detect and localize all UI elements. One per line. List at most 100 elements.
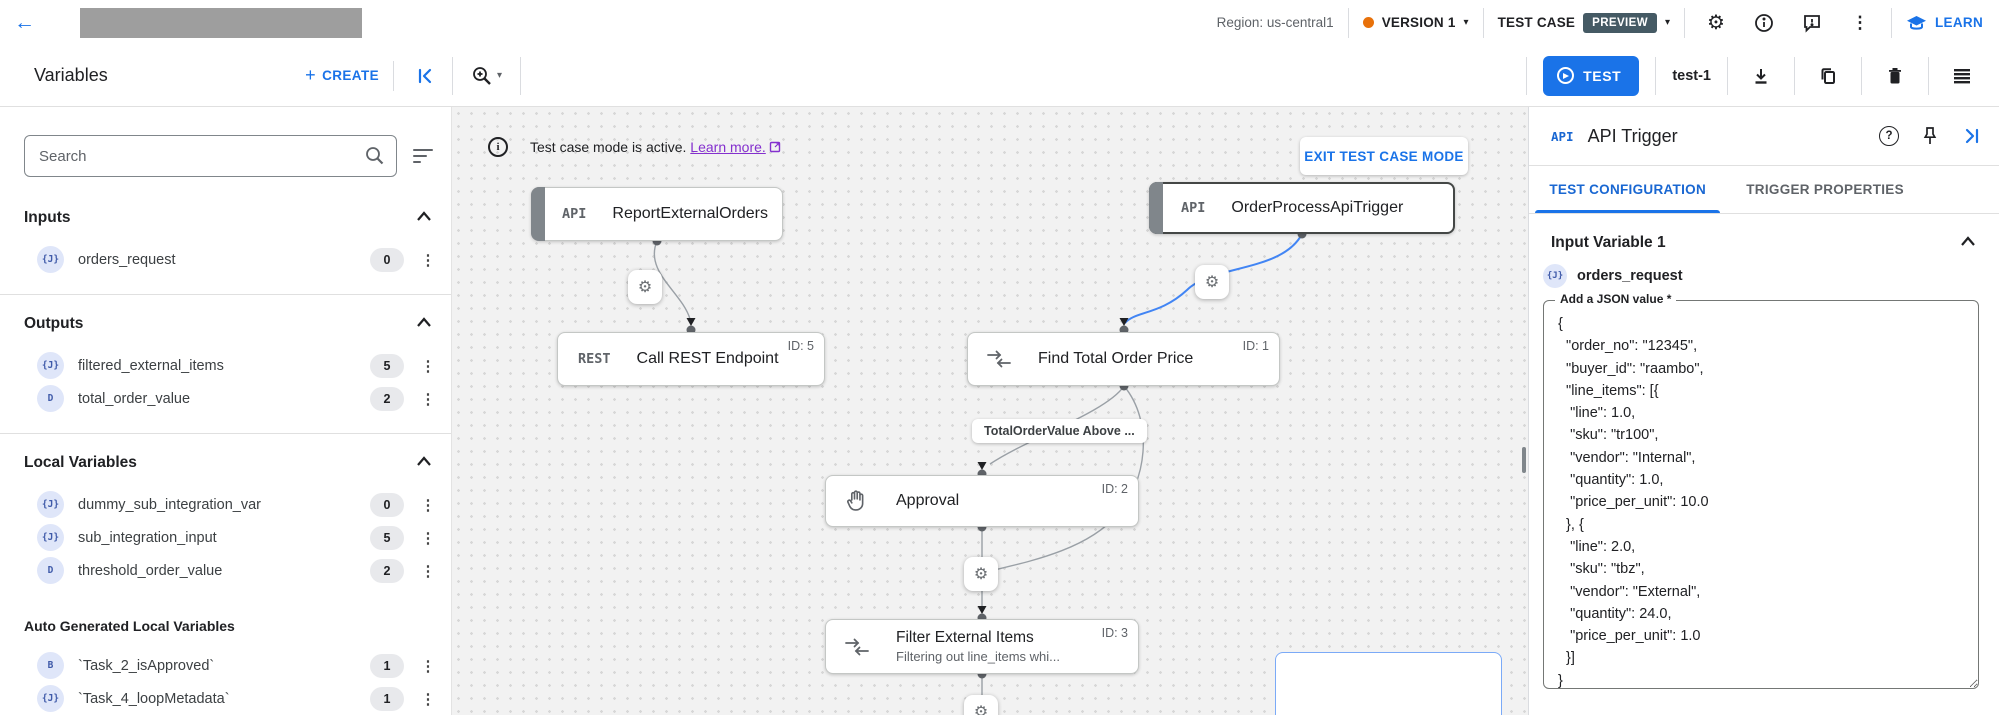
node-title: ReportExternalOrders: [612, 205, 769, 222]
empty-node-placeholder[interactable]: [1275, 652, 1502, 715]
chevron-up-icon[interactable]: [415, 454, 433, 472]
variable-row[interactable]: {J} orders_request 0 ⋮: [0, 243, 451, 276]
edge-gear-button[interactable]: ⚙: [628, 270, 662, 304]
row-kebab-icon[interactable]: ⋮: [420, 690, 436, 708]
chevron-up-icon[interactable]: [415, 209, 433, 227]
row-kebab-icon[interactable]: ⋮: [420, 251, 436, 269]
plus-icon: +: [305, 65, 317, 85]
variable-row[interactable]: {J} sub_integration_input 5 ⋮: [0, 521, 451, 554]
divider: [1727, 56, 1728, 95]
test-case-label: TEST CASE: [1497, 15, 1576, 30]
arrowhead: [1119, 318, 1129, 326]
execution-log-icon[interactable]: [1945, 59, 1979, 93]
node-report-external-orders[interactable]: API ReportExternalOrders: [531, 187, 783, 241]
divider: [1655, 56, 1657, 95]
node-id-label: ID: 1: [1242, 339, 1269, 353]
variable-row[interactable]: {J} `Task_4_loopMetadata` 1 ⋮: [0, 682, 451, 715]
info-icon: i: [488, 137, 508, 157]
header-actions: Region: us-central1 VERSION 1 ▾ TEST CAS…: [1217, 6, 1983, 40]
json-type-icon: {J}: [37, 491, 64, 518]
edge-gear-button[interactable]: ⚙: [964, 557, 998, 591]
pin-icon[interactable]: [1921, 126, 1939, 146]
json-type-icon: {J}: [37, 352, 64, 379]
feedback-icon[interactable]: [1795, 6, 1829, 40]
collapse-panel-right-icon[interactable]: [1961, 126, 1981, 146]
row-kebab-icon[interactable]: ⋮: [420, 390, 436, 408]
play-icon: [1557, 67, 1575, 84]
test-button-label: TEST: [1583, 67, 1622, 84]
info-icon[interactable]: [1747, 6, 1781, 40]
sort-icon[interactable]: [409, 145, 437, 168]
chevron-down-icon: ▾: [1664, 17, 1670, 28]
more-options-kebab-icon[interactable]: ⋮: [1851, 12, 1869, 32]
json-type-icon: {J}: [37, 524, 64, 551]
api-type-label: API: [562, 206, 587, 222]
canvas-scrollbar-thumb[interactable]: [1522, 447, 1526, 473]
variable-row[interactable]: D total_order_value 2 ⋮: [0, 382, 451, 415]
node-filter-external-items[interactable]: Filter External Items Filtering out line…: [825, 619, 1139, 674]
json-field-label: Add a JSON value *: [1555, 292, 1677, 306]
variable-row[interactable]: {J} dummy_sub_integration_var 0 ⋮: [0, 488, 451, 521]
settings-gear-icon[interactable]: ⚙: [1699, 6, 1733, 40]
version-selector[interactable]: VERSION 1 ▾: [1362, 15, 1469, 30]
variables-panel-title: Variables: [34, 65, 108, 85]
panel-tabs: TEST CONFIGURATION TRIGGER PROPERTIES: [1529, 166, 1999, 214]
row-kebab-icon[interactable]: ⋮: [420, 529, 436, 547]
edge-gear-button[interactable]: ⚙: [964, 695, 998, 715]
api-type-label: API: [1181, 200, 1206, 216]
gear-icon: ⚙: [1707, 12, 1725, 34]
tab-test-configuration[interactable]: TEST CONFIGURATION: [1529, 166, 1726, 213]
variable-row[interactable]: B `Task_2_isApproved` 1 ⋮: [0, 649, 451, 682]
learn-more-link[interactable]: Learn more.: [690, 138, 766, 155]
row-kebab-icon[interactable]: ⋮: [420, 357, 436, 375]
learn-button[interactable]: LEARN: [1906, 14, 1983, 32]
delete-trash-icon[interactable]: [1878, 59, 1912, 93]
outputs-section-header: Outputs: [0, 309, 451, 339]
create-variable-button[interactable]: + CREATE: [305, 65, 379, 86]
main-content: Inputs {J} orders_request 0 ⋮ Outputs {J…: [0, 107, 1999, 715]
chevron-up-icon[interactable]: [415, 315, 433, 333]
usage-count-badge: 0: [370, 492, 404, 517]
tab-trigger-properties[interactable]: TRIGGER PROPERTIES: [1746, 182, 1904, 197]
back-arrow-icon[interactable]: ←: [14, 10, 35, 34]
region-label: Region: us-central1: [1216, 15, 1334, 30]
double-type-icon: D: [37, 385, 64, 412]
variable-name: filtered_external_items: [78, 357, 224, 374]
row-kebab-icon[interactable]: ⋮: [420, 562, 436, 580]
test-button[interactable]: TEST: [1543, 55, 1640, 96]
edge-gear-button[interactable]: ⚙: [1195, 265, 1229, 299]
test-toolbar-section: TEST test-1: [1526, 55, 1999, 96]
row-kebab-icon[interactable]: ⋮: [420, 496, 436, 514]
flow-canvas[interactable]: i Test case mode is active. Learn more. …: [452, 107, 1528, 715]
duplicate-copy-icon[interactable]: [1811, 59, 1845, 93]
inputs-title: Inputs: [24, 209, 71, 226]
variable-row[interactable]: D threshold_order_value 2 ⋮: [0, 554, 451, 587]
node-find-total-order-price[interactable]: Find Total Order Price ID: 1: [967, 332, 1280, 386]
json-value-textarea[interactable]: { "order_no": "12345", "buyer_id": "raam…: [1543, 300, 1979, 689]
search-icon[interactable]: [364, 145, 385, 171]
input-variable-section-header: Input Variable 1: [1529, 214, 1999, 262]
exit-test-case-mode-button[interactable]: EXIT TEST CASE MODE: [1300, 137, 1468, 175]
search-input[interactable]: [24, 135, 397, 177]
usage-count-badge: 5: [370, 525, 404, 550]
collapse-panel-icon[interactable]: [408, 59, 442, 93]
row-kebab-icon[interactable]: ⋮: [420, 657, 436, 675]
local-variables-title: Local Variables: [24, 454, 137, 471]
zoom-control[interactable]: ▾: [453, 45, 520, 106]
node-call-rest-endpoint[interactable]: REST Call REST Endpoint ID: 5: [557, 332, 825, 386]
help-icon[interactable]: ?: [1879, 126, 1899, 146]
variables-panel: Inputs {J} orders_request 0 ⋮ Outputs {J…: [0, 107, 452, 715]
graduation-cap-icon: [1906, 14, 1927, 32]
local-variables-section-header: Local Variables: [0, 448, 451, 478]
download-icon[interactable]: [1744, 59, 1778, 93]
divider: [1928, 56, 1929, 95]
chevron-up-icon[interactable]: [1959, 234, 1977, 252]
chevron-down-icon: ▾: [497, 70, 503, 81]
edge-condition-label[interactable]: TotalOrderValue Above ...: [972, 419, 1147, 443]
node-approval[interactable]: Approval ID: 2: [825, 475, 1139, 527]
test-case-mode-selector[interactable]: TEST CASE PREVIEW ▾: [1497, 12, 1670, 33]
variable-row[interactable]: {J} filtered_external_items 5 ⋮: [0, 349, 451, 382]
version-status-dot: [1362, 17, 1374, 28]
node-order-process-api-trigger[interactable]: API OrderProcessApiTrigger: [1149, 182, 1455, 234]
data-mapping-icon: [986, 348, 1012, 370]
